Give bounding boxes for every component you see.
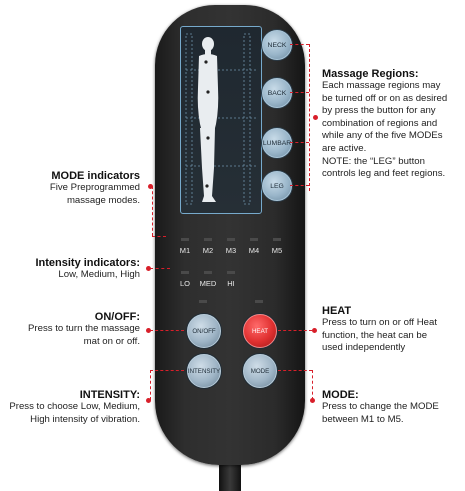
- desc-line: combination of regions and: [322, 117, 438, 129]
- intensity-line: [150, 370, 184, 371]
- intensity-indicators-dot: [146, 266, 151, 271]
- lumbar-button[interactable]: LUMBAR: [262, 128, 292, 158]
- desc-line: Press to turn on or off Heat: [322, 317, 438, 328]
- desc-line: Press to choose Low, Medium,: [9, 401, 140, 412]
- on-off-title: ON/OFF:: [94, 311, 140, 323]
- heat-dot: [312, 328, 317, 333]
- leg-button[interactable]: LEG: [262, 171, 292, 201]
- intensity-title: INTENSITY:: [79, 389, 140, 401]
- massage-regions-title: Massage Regions:: [322, 68, 419, 80]
- desc-line: mat on or off.: [83, 335, 140, 347]
- mode-led-m4: [250, 238, 258, 241]
- mode-led-m3: [227, 238, 235, 241]
- mode-led-m2: [204, 238, 212, 241]
- regions-tick-leg: [290, 185, 309, 186]
- mode-line: [278, 370, 312, 371]
- back-button[interactable]: BACK: [262, 78, 292, 108]
- mode-label-m4: M4: [248, 246, 260, 255]
- heat-led: [255, 300, 263, 303]
- desc-line: Low, Medium, High: [58, 269, 140, 280]
- mode-title: MODE:: [322, 389, 359, 401]
- intensity-indicators-line: [150, 268, 170, 269]
- desc-line: Press to turn the massage: [28, 323, 140, 334]
- mode-label-m3: M3: [225, 246, 237, 255]
- on-off-button[interactable]: ON/OFF: [187, 314, 221, 348]
- desc-line: High intensity of vibration.: [30, 413, 140, 425]
- heat-title: HEAT: [322, 305, 352, 317]
- on-off-dot: [146, 328, 151, 333]
- desc-line: are active.: [322, 142, 367, 154]
- intensity-label-hi: HI: [227, 279, 235, 288]
- intensity-button[interactable]: INTENSITY: [187, 354, 221, 388]
- intensity-bracket: [150, 370, 151, 400]
- mode-dot: [310, 398, 315, 403]
- desc-line: be turned off or on as desired: [322, 92, 448, 104]
- intensity-label-lo: LO: [179, 279, 190, 288]
- desc-line: while any of the five MODEs: [322, 130, 443, 142]
- heat-annotation: HEAT Press to turn on or off Heat functi…: [322, 305, 464, 355]
- mode-annotation: MODE: Press to change the MODE between M…: [322, 389, 464, 426]
- massage-regions-annotation: Massage Regions: Each massage regions ma…: [322, 68, 464, 181]
- intensity-annotation: INTENSITY: Press to choose Low, Medium, …: [0, 389, 140, 426]
- intensity-led-med: [204, 271, 212, 274]
- body-figure-icon: [185, 33, 256, 205]
- desc-line: Five Preprogrammed: [49, 182, 140, 193]
- mode-label-m1: M1: [179, 246, 191, 255]
- desc-line: Each massage regions may: [322, 80, 441, 91]
- regions-tick-lumbar: [290, 142, 309, 143]
- regions-tick-neck: [290, 44, 309, 45]
- on-off-annotation: ON/OFF: Press to turn the massage mat on…: [0, 311, 140, 348]
- mode-bracket: [312, 370, 313, 400]
- desc-line: function, the heat can be: [322, 329, 428, 341]
- neck-button[interactable]: NECK: [262, 30, 292, 60]
- mode-button[interactable]: MODE: [243, 354, 277, 388]
- intensity-dot: [146, 398, 151, 403]
- mode-led-m5: [273, 238, 281, 241]
- intensity-label-med: MED: [199, 279, 217, 288]
- mode-indicators-bracket: [152, 186, 153, 236]
- mode-indicators-tick: [152, 236, 166, 237]
- desc-line: between M1 to M5.: [322, 413, 404, 425]
- desc-line: by press the button for any: [322, 105, 436, 117]
- power-led: [199, 300, 207, 303]
- body-region-panel: [180, 26, 262, 214]
- remote-cable: [219, 460, 241, 491]
- intensity-led-hi: [227, 271, 235, 274]
- desc-line: massage modes.: [66, 194, 140, 206]
- desc-line: Press to change the MODE: [322, 401, 439, 412]
- heat-button[interactable]: HEAT: [243, 314, 277, 348]
- regions-pointer-dot: [313, 115, 318, 120]
- mode-indicators-annotation: MODE indicators Five Preprogrammed massa…: [0, 170, 140, 207]
- heat-line: [278, 330, 312, 331]
- regions-bracket: [309, 44, 310, 191]
- massage-regions-text: Each massage regions may be turned off o…: [322, 80, 464, 181]
- mode-label-m5: M5: [271, 246, 283, 255]
- intensity-led-lo: [181, 271, 189, 274]
- mode-led-m1: [181, 238, 189, 241]
- on-off-line: [150, 330, 184, 331]
- mode-indicators-dot: [148, 184, 153, 189]
- desc-line: controls leg and feet regions.: [322, 168, 446, 180]
- desc-line: used independently: [322, 342, 406, 354]
- regions-tick-back: [290, 92, 309, 93]
- mode-indicators-title: MODE indicators: [51, 170, 140, 182]
- intensity-indicators-title: Intensity indicators:: [35, 257, 140, 269]
- mode-label-m2: M2: [202, 246, 214, 255]
- desc-line: NOTE: the “LEG” button: [322, 155, 425, 167]
- intensity-indicators-annotation: Intensity indicators: Low, Medium, High: [0, 257, 140, 282]
